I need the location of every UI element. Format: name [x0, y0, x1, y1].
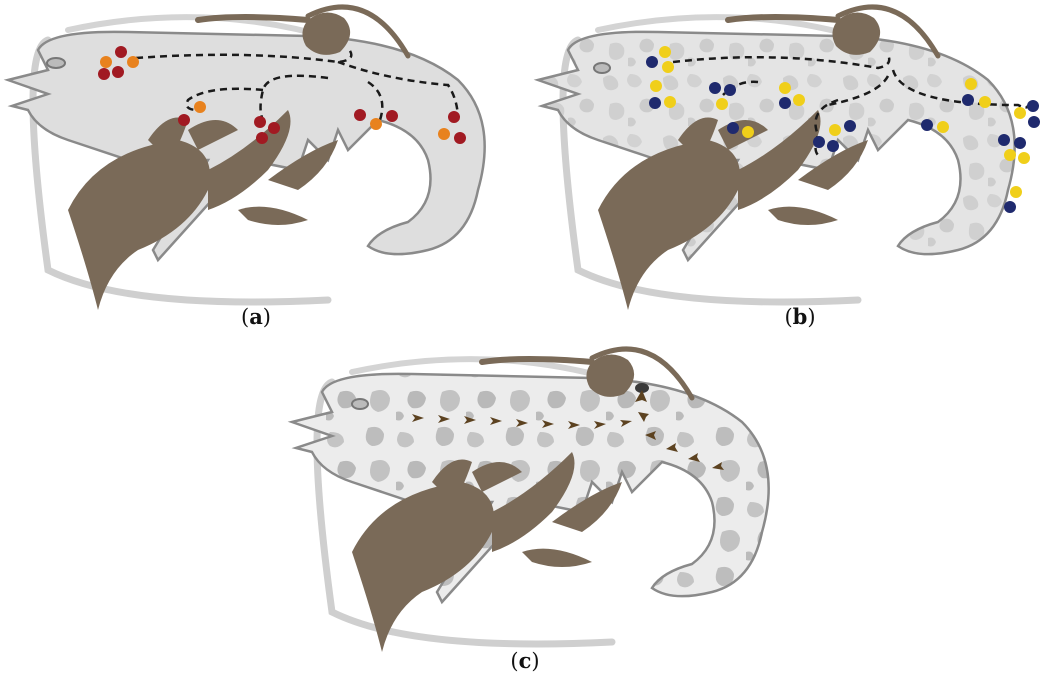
caption-a: (a) [226, 304, 286, 329]
panel-c [262, 352, 822, 642]
eye-icon [594, 63, 610, 73]
caption-b: (b) [770, 304, 830, 329]
panel-b [538, 10, 1038, 300]
panel-c-illustration [262, 352, 822, 642]
eye-icon [352, 399, 368, 409]
panel-a-illustration [8, 10, 508, 300]
eye-icon [47, 58, 65, 68]
caption-c: (c) [495, 648, 555, 673]
panel-a [8, 10, 508, 300]
panel-b-illustration [538, 10, 1038, 300]
